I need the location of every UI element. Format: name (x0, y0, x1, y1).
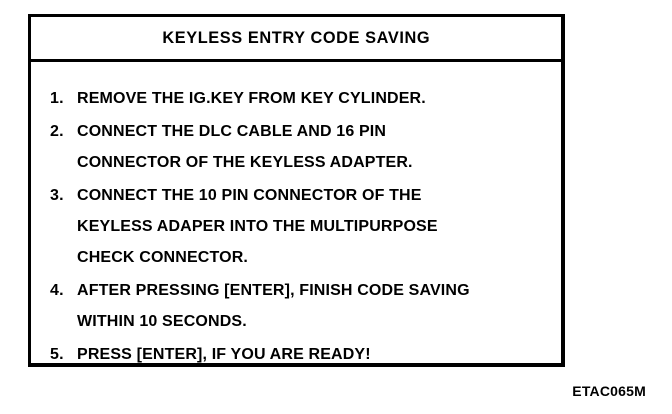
step-line: PRESS [ENTER], IF YOU ARE READY! (77, 346, 371, 363)
list-item: 1. REMOVE THE IG.KEY FROM KEY CYLINDER. (50, 83, 553, 114)
step-text: AFTER PRESSING [ENTER], FINISH CODE SAVI… (77, 275, 553, 337)
list-item: 2. CONNECT THE DLC CABLE AND 16 PIN CONN… (50, 116, 553, 178)
step-text: CONNECT THE DLC CABLE AND 16 PIN CONNECT… (77, 116, 553, 178)
step-number: 3. (50, 187, 64, 204)
step-number: 1. (50, 90, 64, 107)
step-text: CONNECT THE 10 PIN CONNECTOR OF THE KEYL… (77, 180, 553, 273)
step-line: CONNECT THE DLC CABLE AND 16 PIN (77, 123, 387, 140)
figure-reference-code: ETAC065M (572, 383, 646, 399)
step-line: AFTER PRESSING [ENTER], FINISH CODE SAVI… (77, 282, 470, 299)
step-line: REMOVE THE IG.KEY FROM KEY CYLINDER. (77, 90, 426, 107)
step-text: REMOVE THE IG.KEY FROM KEY CYLINDER. (77, 83, 553, 114)
step-line: KEYLESS ADAPER INTO THE MULTIPURPOSE (77, 218, 438, 235)
list-item: 4. AFTER PRESSING [ENTER], FINISH CODE S… (50, 275, 553, 337)
step-line: CONNECTOR OF THE KEYLESS ADAPTER. (77, 154, 413, 171)
step-line: CHECK CONNECTOR. (77, 249, 249, 266)
step-line: WITHIN 10 SECONDS. (77, 313, 247, 330)
step-number: 2. (50, 123, 64, 140)
step-line: CONNECT THE 10 PIN CONNECTOR OF THE (77, 187, 422, 204)
procedure-box-header: KEYLESS ENTRY CODE SAVING (31, 17, 561, 62)
list-item: 5. PRESS [ENTER], IF YOU ARE READY! (50, 339, 553, 370)
step-number: 4. (50, 282, 64, 299)
procedure-box-body: 1. REMOVE THE IG.KEY FROM KEY CYLINDER. … (31, 62, 561, 370)
step-number: 5. (50, 346, 64, 363)
page-title: KEYLESS ENTRY CODE SAVING (162, 28, 430, 47)
step-list: 1. REMOVE THE IG.KEY FROM KEY CYLINDER. … (50, 83, 553, 370)
step-text: PRESS [ENTER], IF YOU ARE READY! (77, 339, 553, 370)
list-item: 3. CONNECT THE 10 PIN CONNECTOR OF THE K… (50, 180, 553, 273)
procedure-box: KEYLESS ENTRY CODE SAVING 1. REMOVE THE … (28, 14, 565, 367)
